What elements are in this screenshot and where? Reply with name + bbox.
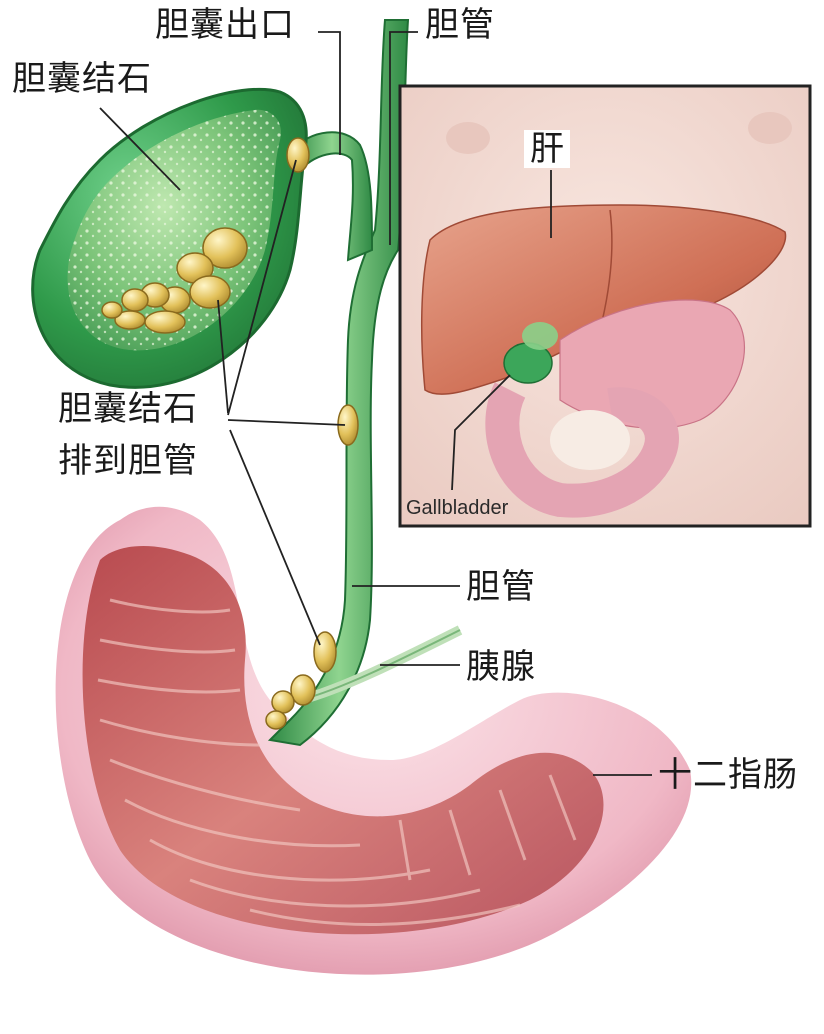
inset-label-gallbladder: Gallbladder: [406, 497, 509, 519]
label-gallstones: 胆囊结石: [12, 59, 152, 99]
label-stones-to-duct-line2: 排到胆管: [58, 441, 198, 481]
duct-stones: [265, 137, 359, 730]
label-gallbladder-outlet: 胆囊出口: [155, 5, 295, 45]
bile-duct-shape: [267, 19, 463, 747]
label-pancreas: 胰腺: [466, 647, 536, 687]
gallbladder-shape: [31, 87, 308, 389]
inset-label-liver: 肝: [524, 130, 570, 168]
inset-panel: [398, 84, 812, 528]
label-duodenum: 十二指肠: [658, 755, 798, 795]
duodenum-shape: [55, 506, 692, 975]
gallstones-cluster: [101, 227, 248, 334]
label-bile-duct-mid: 胆管: [466, 567, 536, 607]
label-bile-duct-top: 胆管: [425, 5, 495, 45]
leader-lines: [99, 31, 652, 776]
label-stones-to-duct-line1: 胆囊结石: [58, 389, 198, 429]
